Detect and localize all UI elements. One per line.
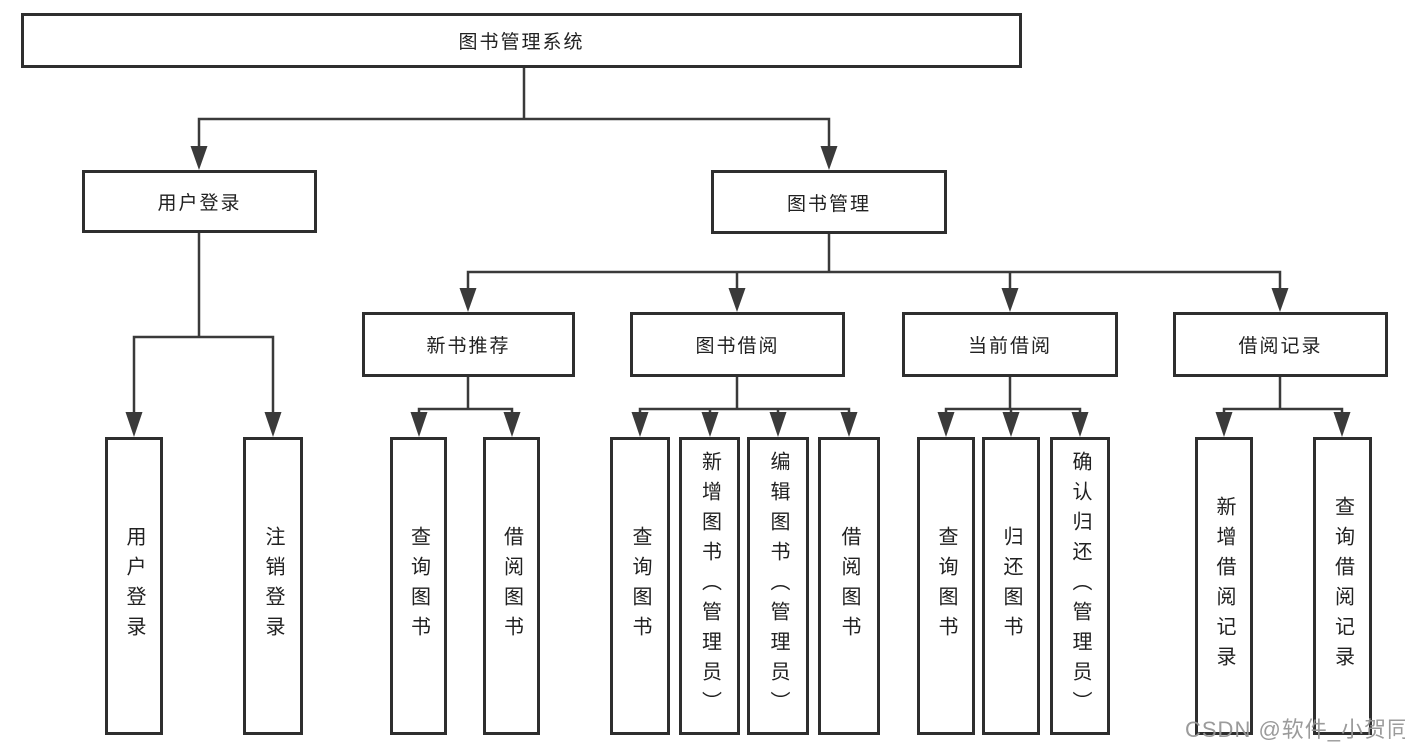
- leaf-records-query: 查询借阅记录: [1313, 437, 1372, 735]
- node-new-book-recommend: 新书推荐: [362, 312, 575, 377]
- leaf-borrow-query: 查询图书: [610, 437, 670, 735]
- leaf-current-query: 查询图书: [917, 437, 975, 735]
- connector-bookborrow-to-leaves: [638, 377, 851, 413]
- arrowhead-icon: [1001, 288, 1019, 312]
- leaf-borrow-edit: 编辑图书（管理员）: [747, 437, 809, 735]
- arrowhead-icon: [1071, 412, 1089, 437]
- node-user-login: 用户登录: [82, 170, 317, 233]
- node-root: 图书管理系统: [21, 13, 1022, 68]
- connector-root-to-level2: [197, 68, 831, 147]
- leaf-records-add-label: 新增借阅记录: [1213, 496, 1235, 676]
- arrowhead-icon: [728, 288, 746, 312]
- leaf-borrow-query-label: 查询图书: [629, 526, 651, 646]
- leaf-newbooks-query: 查询图书: [390, 437, 447, 735]
- leaf-user-login: 用户登录: [105, 437, 163, 735]
- node-new-book-recommend-label: 新书推荐: [426, 336, 511, 357]
- arrowhead-icon: [1333, 412, 1351, 437]
- arrowhead-icon: [125, 412, 143, 437]
- arrowhead-icon: [769, 412, 787, 437]
- node-current-borrowing: 当前借阅: [902, 312, 1118, 377]
- leaf-current-query-label: 查询图书: [935, 526, 957, 646]
- connector-records-to-leaves: [1222, 377, 1344, 413]
- leaf-current-confirm-label: 确认归还（管理员）: [1069, 451, 1091, 721]
- arrowhead-icon: [1215, 412, 1233, 437]
- leaf-records-add: 新增借阅记录: [1195, 437, 1253, 735]
- arrowhead-icon: [459, 288, 477, 312]
- arrowhead-icon: [410, 412, 428, 437]
- leaf-logout: 注销登录: [243, 437, 303, 735]
- node-book-management-label: 图书管理: [786, 193, 871, 215]
- node-user-login-label: 用户登录: [157, 193, 242, 214]
- arrowhead-icon: [631, 412, 649, 437]
- leaf-newbooks-borrow-label: 借阅图书: [500, 526, 523, 646]
- arrowhead-icon: [701, 412, 719, 437]
- arrowhead-icon: [503, 412, 521, 437]
- leaf-user-login-label: 用户登录: [123, 526, 145, 646]
- node-borrowing-records: 借阅记录: [1173, 312, 1388, 377]
- arrowhead-icon: [190, 146, 208, 170]
- csdn-watermark: CSDN @软件_小贺同学: [1185, 717, 1405, 742]
- arrowhead-icon: [840, 412, 858, 437]
- leaf-logout-label: 注销登录: [262, 526, 284, 646]
- leaf-borrow-add: 新增图书（管理员）: [679, 437, 740, 735]
- arrowhead-icon: [1271, 288, 1289, 312]
- arrowhead-icon: [1002, 412, 1020, 437]
- leaf-borrow-add-label: 新增图书（管理员）: [698, 451, 721, 721]
- leaf-current-return: 归还图书: [982, 437, 1040, 735]
- leaf-current-return-label: 归还图书: [1000, 526, 1022, 646]
- leaf-borrow-borrow: 借阅图书: [818, 437, 880, 735]
- node-borrowing-records-label: 借阅记录: [1238, 336, 1323, 357]
- leaf-borrow-borrow-label: 借阅图书: [838, 526, 860, 646]
- node-book-management: 图书管理: [711, 170, 947, 234]
- connector-bookmgmt-to-level3: [466, 234, 1282, 289]
- leaf-newbooks-query-label: 查询图书: [407, 526, 430, 646]
- node-book-borrowing: 图书借阅: [630, 312, 845, 377]
- node-book-borrowing-label: 图书借阅: [695, 336, 780, 357]
- leaf-newbooks-borrow: 借阅图书: [483, 437, 540, 735]
- leaf-current-confirm: 确认归还（管理员）: [1050, 437, 1110, 735]
- arrowhead-icon: [820, 146, 838, 170]
- arrowhead-icon: [937, 412, 955, 437]
- connector-userlogin-to-leaves: [132, 233, 275, 413]
- arrowhead-icon: [264, 412, 282, 437]
- connector-newbooks-to-leaves: [417, 377, 514, 413]
- connector-currentborrow-to-leaves: [944, 377, 1082, 413]
- leaf-borrow-edit-label: 编辑图书（管理员）: [767, 451, 789, 721]
- node-root-label: 图书管理系统: [458, 32, 585, 53]
- node-current-borrowing-label: 当前借阅: [967, 336, 1052, 357]
- leaf-records-query-label: 查询借阅记录: [1331, 496, 1354, 676]
